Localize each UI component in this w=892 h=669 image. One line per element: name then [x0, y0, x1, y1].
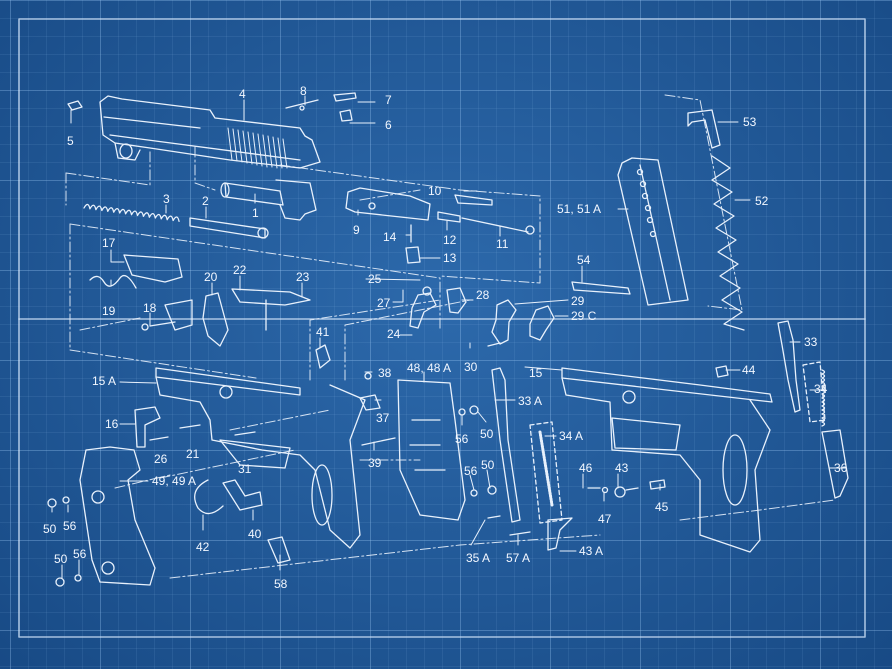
label-part-50: 50 [480, 427, 494, 441]
label-part-8: 8 [300, 84, 307, 98]
label-part-50: 50 [481, 458, 495, 472]
label-part-7: 7 [385, 93, 392, 107]
label-part-22: 22 [233, 263, 247, 277]
label-part-41: 41 [316, 325, 330, 339]
label-part-29: 29 [571, 294, 585, 308]
label-part-30: 30 [464, 360, 478, 374]
label-part-5: 5 [67, 134, 74, 148]
label-part-43a: 43 A [579, 544, 604, 558]
label-part-43: 43 [615, 461, 629, 475]
label-part-26: 26 [154, 452, 168, 466]
label-part-53: 53 [743, 115, 757, 129]
label-part-49: 49, 49 A [152, 474, 197, 488]
label-part-15a: 15 A [92, 374, 117, 388]
label-part-1: 1 [252, 206, 259, 220]
label-part-33: 33 [804, 335, 818, 349]
slide-part [99, 95, 321, 169]
label-part-52: 52 [755, 194, 769, 208]
label-part-25: 25 [368, 272, 382, 286]
label-part-14: 14 [383, 230, 397, 244]
diagram-title: Pistol exploded parts blueprint [0, 0, 1, 1]
label-part-38: 38 [378, 366, 392, 380]
label-part-48: 48, 48 A [407, 361, 452, 375]
label-part-37: 37 [376, 411, 390, 425]
label-part-24: 24 [387, 327, 401, 341]
frame-15a-part [155, 367, 366, 549]
label-part-27: 27 [377, 296, 391, 310]
label-part-50: 50 [54, 552, 68, 566]
label-part-15: 15 [529, 366, 543, 380]
frame-border [18, 18, 866, 320]
label-part-50: 50 [43, 522, 57, 536]
label-part-13: 13 [443, 251, 457, 265]
label-part-34: 34 [814, 382, 828, 396]
magazine-part [617, 157, 689, 306]
label-part-40: 40 [248, 527, 262, 541]
label-part-20: 20 [204, 270, 218, 284]
label-part-9: 9 [353, 223, 360, 237]
label-part-47: 47 [598, 512, 612, 526]
frame-15-part [561, 365, 773, 553]
label-part-51: 51, 51 A [557, 202, 602, 216]
part-5 [67, 100, 83, 111]
label-part-28: 28 [476, 288, 490, 302]
label-part-56: 56 [63, 519, 77, 533]
label-part-10: 10 [428, 184, 442, 198]
label-part-58: 58 [274, 577, 288, 591]
label-part-18: 18 [143, 301, 157, 315]
label-part-56: 56 [455, 432, 469, 446]
label-part-17: 17 [102, 236, 116, 250]
label-part-21: 21 [186, 447, 200, 461]
label-part-34a: 34 A [559, 429, 584, 443]
label-part-45: 45 [655, 500, 669, 514]
label-part-56: 56 [464, 464, 478, 478]
label-part-23: 23 [296, 270, 310, 284]
label-part-35a: 35 A [466, 551, 491, 565]
label-part-33a: 33 A [518, 394, 543, 408]
label-part-16: 16 [105, 417, 119, 431]
grip-48-part [397, 379, 466, 521]
label-part-36: 36 [834, 461, 848, 475]
label-part-4: 4 [239, 87, 246, 101]
label-part-42: 42 [196, 540, 210, 554]
label-part-31: 31 [238, 462, 252, 476]
label-part-2: 2 [202, 194, 209, 208]
label-part-6: 6 [385, 118, 392, 132]
label-part-46: 46 [579, 461, 593, 475]
label-part-56: 56 [73, 547, 87, 561]
label-part-44: 44 [742, 363, 756, 377]
label-part-12: 12 [443, 233, 457, 247]
grip-49-part [79, 446, 156, 586]
label-part-54: 54 [577, 253, 591, 267]
label-part-19: 19 [102, 304, 116, 318]
label-part-29c: 29 C [571, 309, 597, 323]
label-part-39: 39 [368, 456, 382, 470]
label-part-57a: 57 A [506, 551, 531, 565]
label-part-3: 3 [163, 192, 170, 206]
label-part-11: 11 [496, 237, 509, 251]
